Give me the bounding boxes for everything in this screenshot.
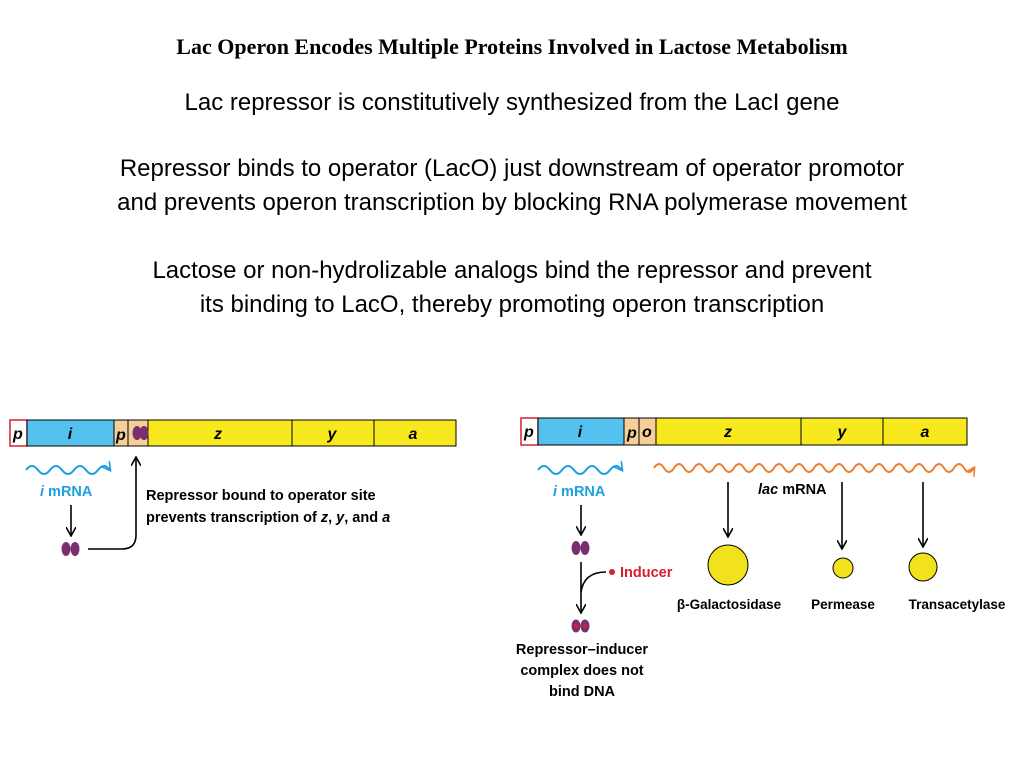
- left-i-label: i: [68, 426, 73, 443]
- left-i-mrna-label: i mRNA: [40, 484, 93, 500]
- line-operator-binding-1: Repressor binds to operator (LacO) just …: [119, 155, 905, 182]
- left-dna-map: p i p z y a: [9, 419, 457, 447]
- complex-caption-line3: bind DNA: [549, 684, 616, 700]
- line-repressor-synthesis: Lac repressor is constitutively synthesi…: [184, 89, 840, 116]
- left-bound-repressor: [132, 426, 149, 440]
- inducer-dot: [609, 569, 615, 575]
- left-z-label: z: [213, 426, 222, 443]
- left-caption-line2: prevents transcription of z, y, and a: [146, 510, 390, 526]
- inducer-join-curve: [580, 571, 607, 593]
- right-a-label: a: [921, 424, 930, 441]
- left-y-label: y: [327, 426, 338, 443]
- left-panel-repressed: p i p z y a i mRNA Repressor bound to op…: [9, 419, 457, 556]
- left-free-repressor: [61, 542, 80, 556]
- complex-caption-line1: Repressor–inducer: [516, 642, 649, 658]
- left-y-gene-region: [291, 419, 375, 447]
- line-operator-binding-2: and prevents operon transcription by blo…: [117, 189, 907, 216]
- right-z-label: z: [723, 424, 732, 441]
- left-a-gene-region: [373, 419, 457, 447]
- right-i-mrna-label: i mRNA: [553, 484, 606, 500]
- inducer-label: Inducer: [620, 565, 673, 581]
- left-binding-arrow: [88, 458, 136, 550]
- left-a-label: a: [409, 426, 418, 443]
- right-y-gene-region: [800, 417, 884, 446]
- left-caption-line1: Repressor bound to operator site: [146, 488, 376, 504]
- left-p2-label: p: [115, 427, 126, 444]
- right-o-label: o: [642, 424, 652, 441]
- transacetylase-protein: [908, 552, 938, 582]
- right-p2-label: p: [626, 425, 637, 442]
- left-i-mrna-wave: [25, 466, 110, 475]
- right-i-label: i: [578, 424, 583, 441]
- left-p-label: p: [12, 426, 23, 443]
- right-dna-map: p i p o z y a: [520, 417, 968, 446]
- galactosidase-label: β-Galactosidase: [677, 597, 782, 612]
- right-panel-induced: p i p o z y a i mRNA lac mRNA Inducer Re…: [516, 417, 1006, 700]
- line-lactose-binding-2: its binding to LacO, thereby promoting o…: [199, 291, 825, 318]
- right-free-repressor: [571, 541, 590, 555]
- permease-protein: [832, 557, 854, 579]
- right-a-gene-region: [882, 417, 968, 446]
- lac-mrna-wave: [653, 463, 974, 472]
- line-lactose-binding-1: Lactose or non-hydrolizable analogs bind…: [152, 257, 872, 284]
- galactosidase-protein: [707, 544, 749, 586]
- lac-mrna-label: lac mRNA: [758, 482, 827, 498]
- right-z-gene-region: [655, 417, 802, 446]
- repressor-inducer-complex: [571, 619, 590, 633]
- slide-title: Lac Operon Encodes Multiple Proteins Inv…: [176, 34, 848, 59]
- right-y-label: y: [837, 424, 848, 441]
- transacetylase-label: Transacetylase: [909, 597, 1006, 612]
- right-i-mrna-wave: [537, 466, 622, 475]
- right-p-label: p: [523, 424, 534, 441]
- complex-caption-line2: complex does not: [520, 663, 643, 679]
- permease-label: Permease: [811, 597, 875, 612]
